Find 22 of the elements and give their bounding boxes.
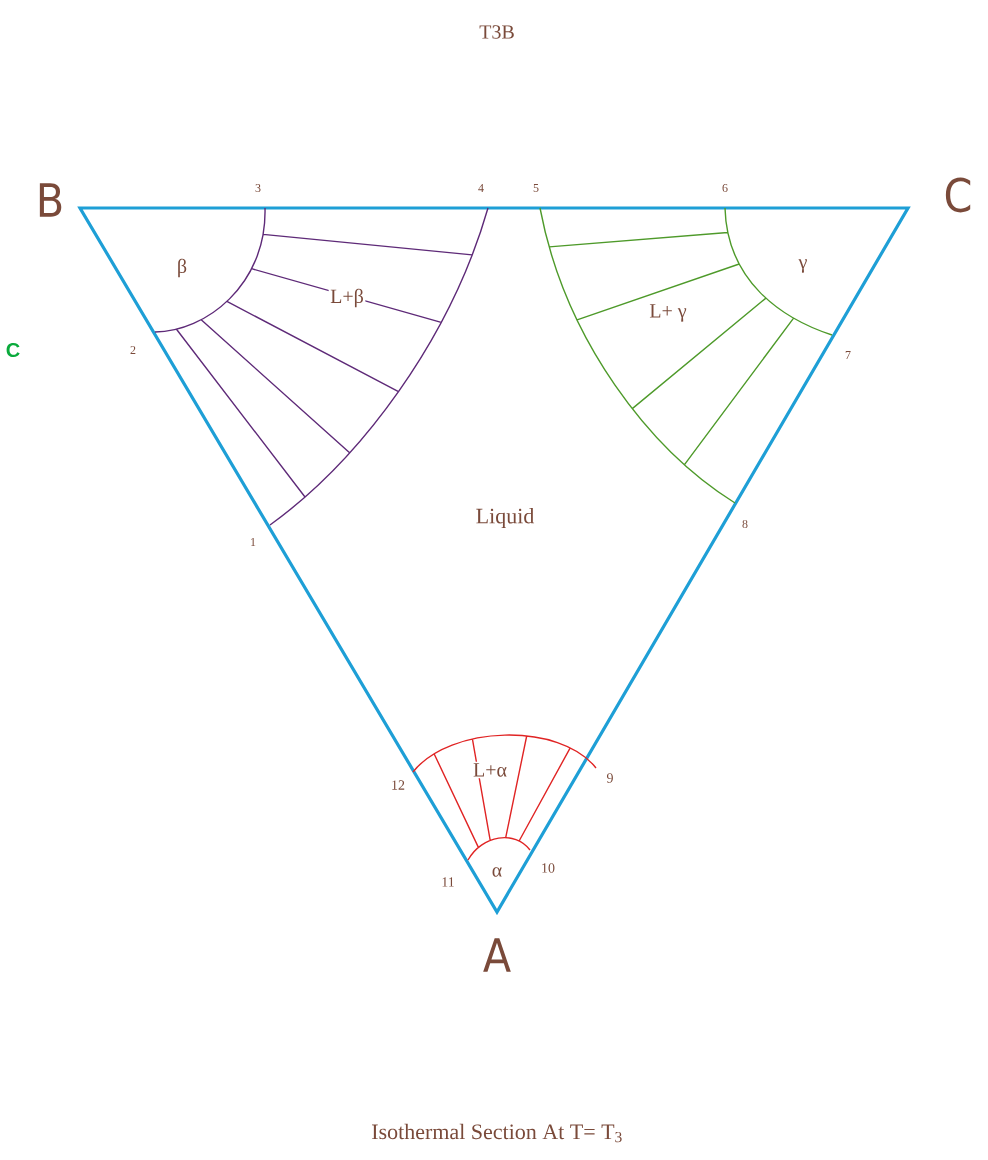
- vertex-letter: A: [483, 938, 511, 972]
- point-number: 9: [606, 773, 613, 783]
- point-number: 12: [392, 780, 405, 790]
- point-number: 6: [722, 183, 728, 192]
- point-number: 11: [442, 877, 454, 887]
- point-number: 7: [845, 351, 851, 359]
- vertex-letter: B: [39, 183, 62, 217]
- phase-label: Liquid: [474, 506, 536, 530]
- caption: Isothermal Section At T= T$_{3}$: [372, 1123, 622, 1143]
- vertex-letter: C: [945, 177, 971, 213]
- point-number: 4: [478, 184, 484, 192]
- point-number: 2: [130, 346, 136, 354]
- phase-label: β: [175, 257, 189, 279]
- point-number: 1: [251, 538, 256, 546]
- letter-mark: C: [6, 342, 20, 358]
- point-number: 8: [742, 519, 748, 529]
- point-number: 10: [542, 863, 555, 873]
- phase-label: L+β: [328, 287, 366, 309]
- point-number: 3: [255, 183, 261, 192]
- point-number: 5: [533, 184, 539, 192]
- phase-label: γ: [797, 257, 809, 275]
- title: T3B: [479, 25, 514, 39]
